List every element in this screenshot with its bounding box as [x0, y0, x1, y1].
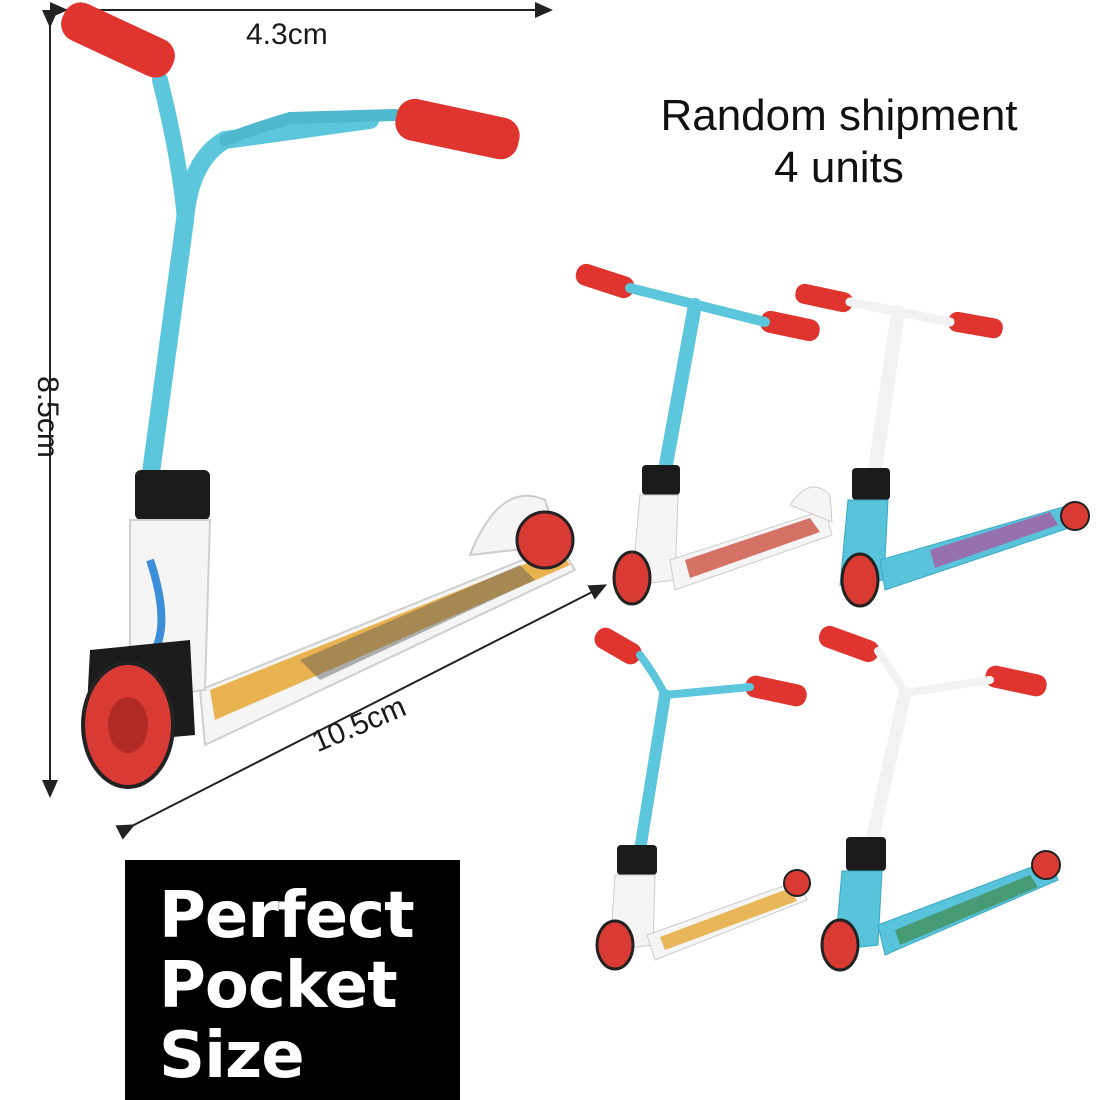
banner-line-1: Perfect: [159, 879, 415, 953]
banner-line-2: Pocket: [159, 949, 398, 1023]
perfect-pocket-size-banner: Perfect Pocket Size: [125, 860, 460, 1100]
width-dimension-label: 4.3cm: [246, 18, 328, 51]
scooter-variant-1-image: [575, 263, 833, 606]
banner-line-3: Size: [159, 1019, 305, 1093]
shipment-note: Random shipment 4 units: [630, 90, 1048, 194]
scooter-variant-2-image: [795, 283, 1090, 608]
shipment-note-line-2: 4 units: [774, 143, 904, 192]
shipment-note-line-1: Random shipment: [660, 91, 1018, 140]
length-arrow: [115, 584, 608, 840]
scooter-variant-3-image: [594, 627, 811, 971]
scooter-variant-4-image: [818, 625, 1061, 972]
